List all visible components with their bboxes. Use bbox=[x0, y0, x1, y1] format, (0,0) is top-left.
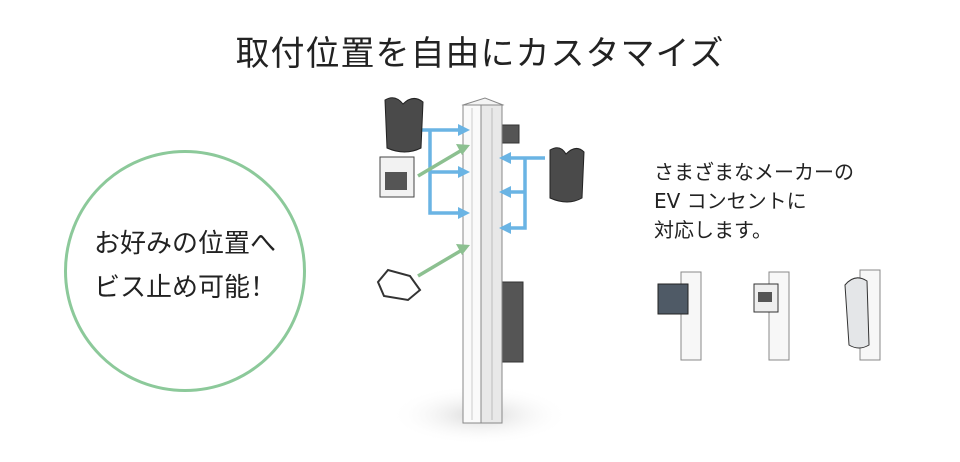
callout-line-2: ビス止め可能！ bbox=[93, 273, 276, 303]
outlet-box-device bbox=[379, 156, 415, 198]
callout-circle bbox=[64, 150, 306, 392]
example-pole-2 bbox=[753, 271, 790, 361]
note-line-3: 対応します。 bbox=[654, 218, 772, 242]
note-line-2: EV コンセントに bbox=[654, 189, 807, 213]
example-pole-3 bbox=[844, 269, 881, 361]
blue-arrows-left bbox=[418, 128, 462, 215]
arrowheads-left bbox=[458, 124, 470, 219]
example-pole-1 bbox=[657, 271, 702, 361]
hook-bracket-device bbox=[376, 268, 422, 302]
arrowheads-right bbox=[499, 152, 511, 234]
callout-text: お好みの位置へ ビス止め可能！ bbox=[64, 222, 306, 310]
main-pole bbox=[461, 97, 505, 424]
blue-arrows-right bbox=[506, 156, 545, 230]
holster-device-left bbox=[384, 97, 424, 153]
green-arrows bbox=[417, 148, 463, 278]
note-line-1: さまざまなメーカーの bbox=[654, 160, 854, 184]
callout-line-1: お好みの位置へ bbox=[93, 229, 276, 259]
compatibility-note: さまざまなメーカーの EV コンセントに 対応します。 bbox=[654, 158, 854, 245]
page-title: 取付位置を自由にカスタマイズ bbox=[235, 34, 725, 74]
holster-device-right bbox=[549, 147, 585, 203]
